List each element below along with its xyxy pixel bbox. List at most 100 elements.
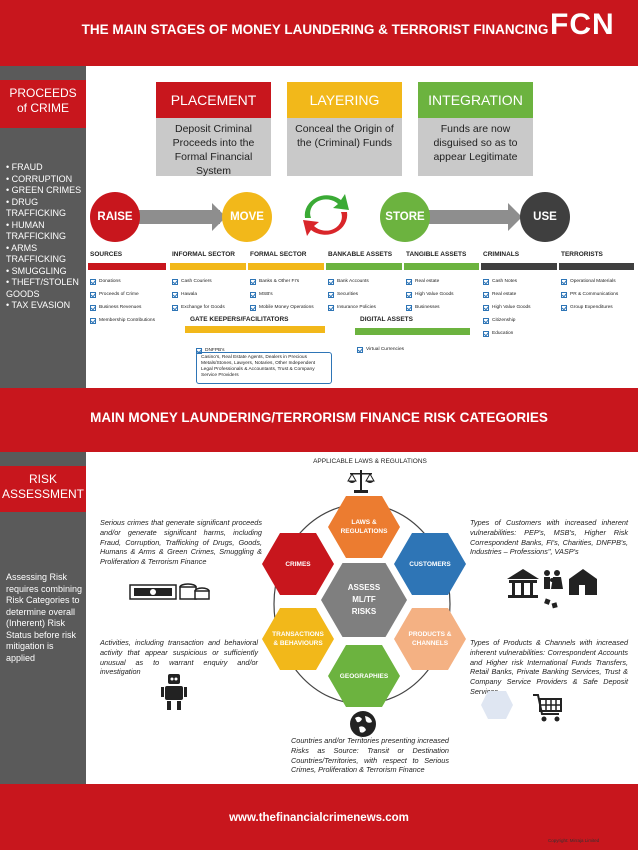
list-item: Real estate bbox=[483, 288, 559, 301]
column-title: BANKABLE ASSETS bbox=[328, 251, 393, 258]
fcn-logo: FCN bbox=[548, 6, 628, 41]
crime-item: CORRUPTION bbox=[6, 174, 86, 186]
checkbox-icon bbox=[483, 291, 489, 298]
proceeds-title: PROCEEDS of CRIME bbox=[0, 80, 86, 128]
flow-arrow-head bbox=[508, 203, 522, 231]
column-title: FORMAL SECTOR bbox=[250, 251, 307, 258]
gatekeepers-detail: Casino's, Real Estate Agents, Dealers in… bbox=[196, 352, 332, 384]
checkbox-icon bbox=[406, 304, 412, 311]
checkbox-icon bbox=[172, 304, 178, 311]
footer-band bbox=[0, 784, 638, 850]
scales-icon bbox=[347, 468, 375, 494]
column-bar bbox=[481, 263, 557, 270]
list-item: Group Expenditures bbox=[561, 301, 636, 314]
stage-integration: INTEGRATION bbox=[418, 82, 533, 118]
list-item: Citizenship bbox=[483, 314, 559, 327]
list-item: High Value Goods bbox=[406, 288, 481, 301]
column-title: SOURCES bbox=[90, 251, 123, 258]
flow-raise: RAISE bbox=[90, 192, 140, 242]
column-bar bbox=[248, 263, 324, 270]
crime-item: TAX EVASION bbox=[6, 300, 86, 312]
list-item: Securities bbox=[328, 288, 404, 301]
shopping-cart-icon bbox=[532, 692, 564, 724]
column-title: CRIMINALS bbox=[483, 251, 520, 258]
column-bar bbox=[170, 263, 246, 270]
list-item: Education bbox=[483, 327, 559, 340]
checkbox-icon bbox=[483, 317, 489, 324]
laws-label: APPLICABLE LAWS & REGULATIONS bbox=[313, 458, 427, 465]
crime-item: HUMAN TRAFFICKING bbox=[6, 220, 86, 243]
checkbox-icon bbox=[357, 346, 363, 353]
column-bar bbox=[326, 263, 402, 270]
risk-sidebar-text: Assessing Risk requires combining Risk C… bbox=[6, 572, 83, 663]
checkbox-icon bbox=[561, 278, 567, 285]
products-description: Types of Products & Channels with increa… bbox=[470, 638, 628, 696]
column-title: INFORMAL SECTOR bbox=[172, 251, 235, 258]
list-item: Membership Contributions bbox=[90, 314, 168, 327]
checkbox-icon bbox=[250, 304, 256, 311]
checkbox-icon bbox=[250, 291, 256, 298]
list-item: Real estate bbox=[406, 275, 481, 288]
list-item: Operational Materials bbox=[561, 275, 636, 288]
list-item: Donations bbox=[90, 275, 168, 288]
list-item: Cash Notes bbox=[483, 275, 559, 288]
column-bar bbox=[559, 263, 634, 270]
checkbox-icon bbox=[90, 291, 96, 298]
cash-icon bbox=[128, 575, 212, 603]
checkbox-icon bbox=[172, 291, 178, 298]
checkbox-icon bbox=[483, 278, 489, 285]
checkbox-icon bbox=[483, 330, 489, 337]
cycle-arrows-icon bbox=[297, 190, 355, 240]
checkbox-icon bbox=[196, 347, 202, 354]
footer-url[interactable]: www.thefinancialcrimenews.com bbox=[229, 812, 409, 824]
page-title: THE MAIN STAGES OF MONEY LAUNDERING & TE… bbox=[81, 22, 549, 37]
crimes-list: FRAUDCORRUPTIONGREEN CRIMESDRUG TRAFFICK… bbox=[6, 162, 86, 312]
transactions-description: Activities, including transaction and be… bbox=[100, 638, 258, 677]
crime-item: ARMS TRAFFICKING bbox=[6, 243, 86, 266]
crime-item: GREEN CRIMES bbox=[6, 185, 86, 197]
risk-assessment-title: RISK ASSESSMENT bbox=[0, 466, 86, 512]
geographies-description: Countries and/or Territories presenting … bbox=[291, 736, 449, 775]
list-item: Cash Couriers bbox=[172, 275, 248, 288]
checkbox-icon bbox=[483, 304, 489, 311]
crime-item: THEFT/STOLEN GOODS bbox=[6, 277, 86, 300]
list-item: Hawala bbox=[172, 288, 248, 301]
list-item: Banks & Other FI's bbox=[250, 275, 326, 288]
crimes-description: Serious crimes that generate significant… bbox=[100, 518, 262, 567]
checkbox-icon bbox=[561, 304, 567, 311]
list-item: MSB's bbox=[250, 288, 326, 301]
flow-use: USE bbox=[520, 192, 570, 242]
risk-band bbox=[0, 388, 638, 452]
list-item: Bank Accounts bbox=[328, 275, 404, 288]
checkbox-icon bbox=[250, 278, 256, 285]
checkbox-icon bbox=[406, 291, 412, 298]
copyright: Copyright: Mirraja Limited bbox=[548, 838, 600, 843]
hexagon-decor-icon bbox=[480, 690, 514, 720]
list-item: Exchange for Goods bbox=[172, 301, 248, 314]
customers-description: Types of Customers with increased inhere… bbox=[470, 518, 628, 557]
risk-band-title: MAIN MONEY LAUNDERING/TERRORISM FINANCE … bbox=[90, 410, 548, 425]
stage-description: Deposit Criminal Proceeds into the Forma… bbox=[156, 118, 271, 177]
column-title: TERRORISTS bbox=[561, 251, 603, 258]
checkbox-icon bbox=[90, 304, 96, 311]
stage-description: Conceal the Origin of the (Criminal) Fun… bbox=[287, 118, 402, 176]
list-item: Proceeds of Crime bbox=[90, 288, 168, 301]
checkbox-icon bbox=[328, 278, 334, 285]
digital-bar bbox=[355, 328, 470, 335]
checkbox-icon bbox=[90, 278, 96, 285]
gatekeepers-title: GATE KEEPERS/FACILITATORS bbox=[190, 316, 289, 323]
robot-icon bbox=[160, 672, 188, 712]
list-item: Business Revenues bbox=[90, 301, 168, 314]
list-item: High Value Goods bbox=[483, 301, 559, 314]
list-item: Businesses bbox=[406, 301, 481, 314]
column-bar bbox=[88, 263, 166, 270]
list-item: Virtual Currencies bbox=[357, 343, 404, 356]
gatekeepers-bar bbox=[185, 326, 325, 333]
svg-text:FCN: FCN bbox=[550, 8, 615, 40]
list-item: Mobile Money Operations bbox=[250, 301, 326, 314]
checkbox-icon bbox=[406, 278, 412, 285]
checkbox-icon bbox=[561, 291, 567, 298]
flow-move: MOVE bbox=[222, 192, 272, 242]
crime-item: DRUG TRAFFICKING bbox=[6, 197, 86, 220]
crime-item: SMUGGLING bbox=[6, 266, 86, 278]
